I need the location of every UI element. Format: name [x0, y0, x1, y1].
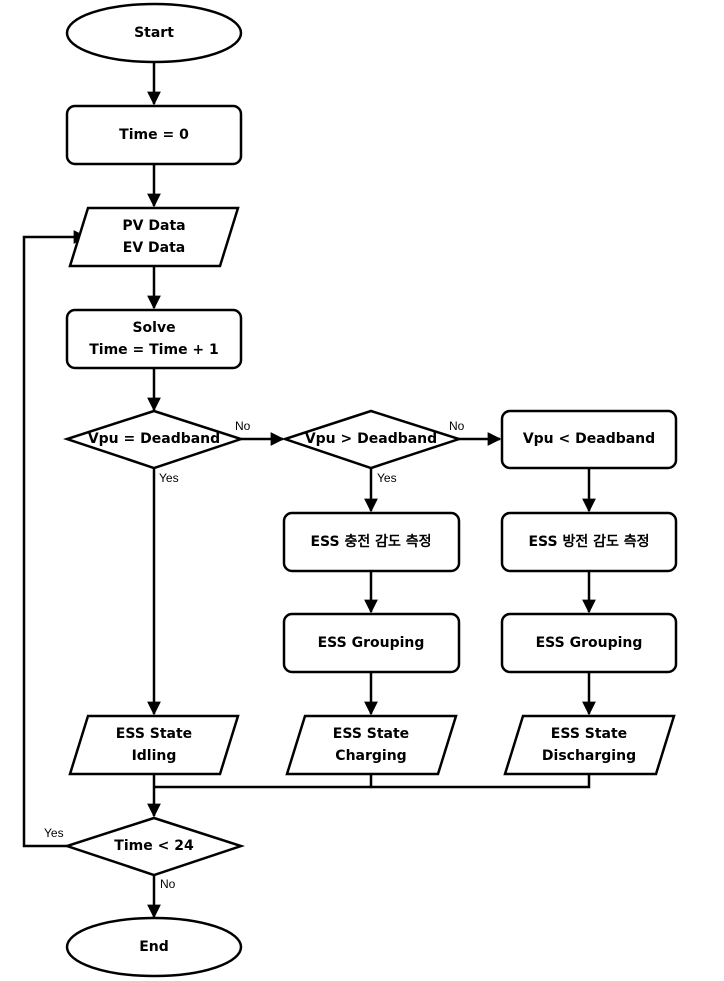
label-time-no: No [160, 877, 176, 891]
state-discharge-label-2: Discharging [542, 748, 636, 764]
group-charge-label: ESS Grouping [318, 635, 425, 651]
process-grouping-discharge [500, 612, 678, 674]
node-vpu-less: Vpu < Deadband [500, 409, 678, 470]
terminator-end [65, 916, 243, 978]
solve-label-2: Time = Time + 1 [89, 342, 219, 358]
state-charge-label-2: Charging [335, 748, 406, 764]
node-state-discharge: ESS State Discharging [503, 714, 676, 776]
node-group-discharge: ESS Grouping [500, 612, 678, 674]
node-solve: Solve Time = Time + 1 [65, 308, 243, 370]
io-state-charge [285, 714, 458, 776]
label-gt-no: No [449, 419, 465, 433]
io-state-idle [68, 714, 240, 776]
node-end: End [65, 916, 243, 978]
process-discharge-measure [500, 511, 678, 573]
time-init-label: Time = 0 [119, 127, 189, 143]
process-solve [65, 308, 243, 370]
decision-vpu-greater [281, 409, 464, 470]
label-eq-no: No [235, 419, 251, 433]
node-data-input: PV Data EV Data [68, 206, 240, 268]
node-decision-time: Time < 24 [62, 816, 246, 877]
decision-time-label: Time < 24 [114, 838, 194, 854]
edge-labels: No Yes No Yes Yes No [44, 419, 465, 891]
start-label: Start [134, 25, 174, 41]
solve-label-1: Solve [132, 320, 175, 336]
process-vpu-less [500, 409, 678, 470]
state-idle-label-2: Idling [132, 748, 177, 764]
data-input-label-1: PV Data [122, 218, 185, 234]
decision-equal-label: Vpu = Deadband [88, 431, 220, 447]
node-state-idle: ESS State Idling [68, 714, 240, 776]
data-input-label-2: EV Data [123, 240, 185, 256]
node-charge-measure: ESS 충전 감도 측정 [282, 511, 461, 573]
io-data-input [68, 206, 240, 268]
node-time-init: Time = 0 [65, 104, 243, 166]
group-discharge-label: ESS Grouping [536, 635, 643, 651]
discharge-measure-label: ESS 방전 감도 측정 [528, 533, 649, 550]
process-grouping-charge [282, 612, 461, 674]
state-discharge-label-1: ESS State [551, 726, 627, 742]
edge-discharging-merge [371, 774, 591, 789]
decision-greater-label: Vpu > Deadband [305, 431, 437, 447]
node-group-charge: ESS Grouping [282, 612, 461, 674]
state-charge-label-1: ESS State [333, 726, 409, 742]
node-discharge-measure: ESS 방전 감도 측정 [500, 511, 678, 573]
vpu-less-label: Vpu < Deadband [523, 431, 655, 447]
edge-time-yes-loop [22, 230, 88, 848]
decision-vpu-equal [62, 409, 246, 470]
node-decision-greater: Vpu > Deadband [281, 409, 464, 470]
node-start: Start [65, 2, 243, 64]
node-decision-equal: Vpu = Deadband [62, 409, 246, 470]
decision-time-check [62, 816, 246, 877]
process-charge-measure [282, 511, 461, 573]
connectors [22, 62, 596, 919]
edge-charging-merge [154, 774, 373, 789]
node-state-charge: ESS State Charging [285, 714, 458, 776]
process-time-init [65, 104, 243, 166]
label-time-yes: Yes [44, 826, 64, 840]
terminator-start [65, 2, 243, 64]
label-gt-yes: Yes [377, 471, 397, 485]
label-eq-yes: Yes [159, 471, 179, 485]
charge-measure-label: ESS 충전 감도 측정 [310, 533, 431, 550]
end-label: End [139, 939, 169, 955]
state-idle-label-1: ESS State [116, 726, 192, 742]
io-state-discharge [503, 714, 676, 776]
